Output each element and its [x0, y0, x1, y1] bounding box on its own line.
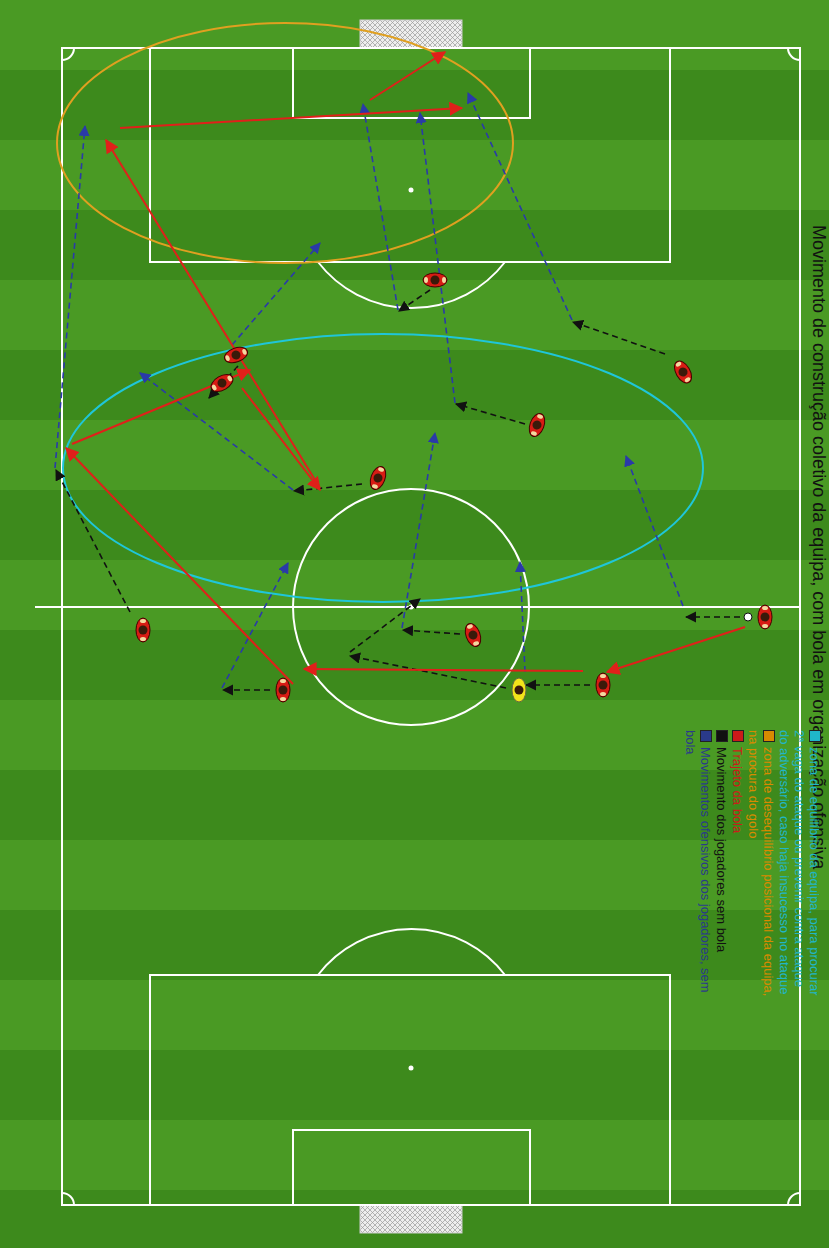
- legend-swatch: [809, 730, 821, 742]
- legend-row: Movimentos ofensivos dos jogadores, sem …: [683, 730, 713, 1005]
- legend-text: Movimento dos jogadores sem bola: [714, 747, 729, 952]
- legend-row: Trajeto da bola: [730, 730, 745, 1005]
- legend-text: Movimentos ofensivos dos jogadores, sem …: [683, 730, 713, 993]
- legend-row: Movimento dos jogadores sem bola: [714, 730, 729, 1005]
- legend-swatch: [700, 730, 712, 742]
- legend-swatch: [716, 730, 728, 742]
- legend-swatch: [732, 730, 744, 742]
- legend-row: zona de equilíbrio da equipa, para procu…: [777, 730, 822, 1005]
- legend-row: zona de desequilíbrio posicional da equi…: [746, 730, 776, 1005]
- legend-text: zona de equilíbrio da equipa, para procu…: [777, 730, 822, 996]
- legend-text: Trajeto da bola: [730, 747, 745, 833]
- legend-text: zona de desequilíbrio posicional da equi…: [746, 730, 776, 996]
- legend-swatch: [763, 730, 775, 742]
- legend: zona de equilíbrio da equipa, para procu…: [682, 730, 822, 1005]
